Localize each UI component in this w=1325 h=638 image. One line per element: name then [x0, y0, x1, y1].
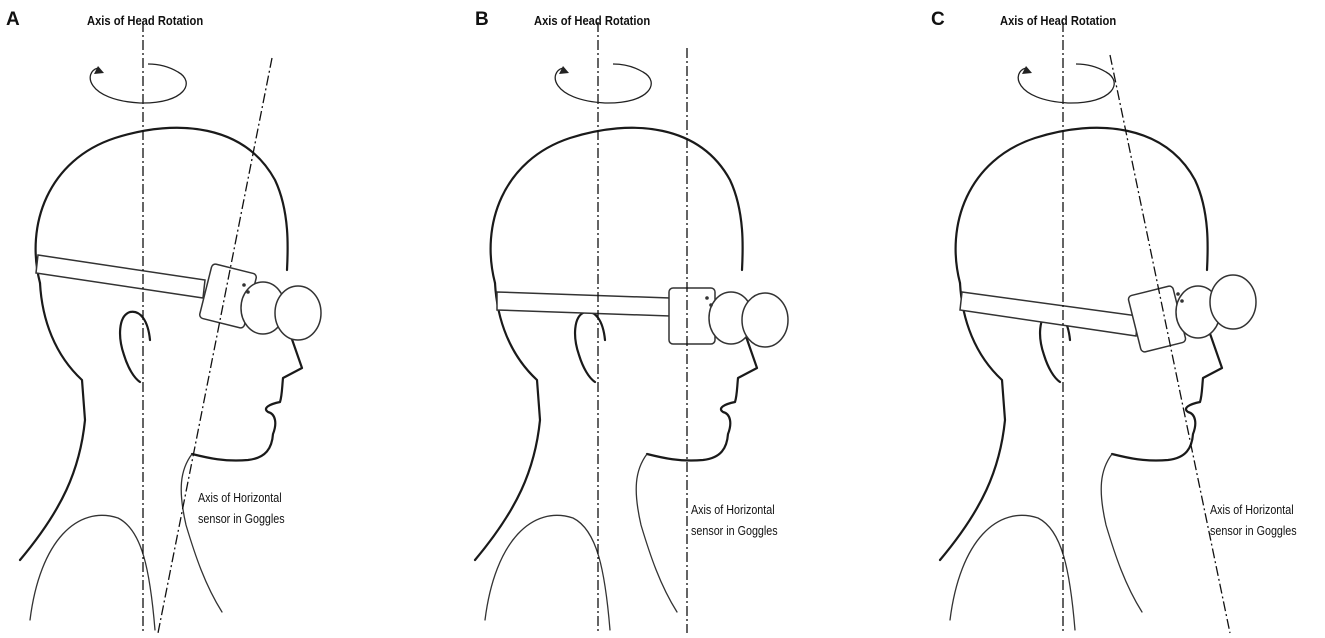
panel-b: B Axis of Head Rotation Axis of Horizont…: [455, 0, 895, 638]
sensor-axis-label-line2: sensor in Goggles: [691, 524, 778, 538]
sensor-axis-label: Axis of Horizontal sensor in Goggles: [1210, 500, 1297, 542]
ear: [573, 310, 607, 384]
panel-letter: A: [6, 9, 20, 30]
head-diagram: [473, 22, 789, 633]
head-rotation-axis-title: Axis of Head Rotation: [87, 13, 204, 28]
sensor-axis-label-line1: Axis of Horizontal: [691, 503, 775, 517]
panel-letter: B: [475, 9, 489, 30]
head-outline: [18, 126, 304, 631]
head-rotation-axis-title: Axis of Head Rotation: [534, 13, 651, 28]
sensor-axis-label-line1: Axis of Horizontal: [1210, 503, 1294, 517]
sensor-axis-label: Axis of Horizontal sensor in Goggles: [691, 500, 778, 542]
head-outline: [938, 126, 1224, 631]
panel-a: A Axis of Head Rotation Axis of Horizont…: [0, 0, 440, 638]
head-rotation-axis-title: Axis of Head Rotation: [1000, 13, 1117, 28]
sensor-axis-line: [1109, 54, 1231, 634]
sensor-axis-label-line2: sensor in Goggles: [1210, 524, 1297, 538]
sensor-axis-label: Axis of Horizontal sensor in Goggles: [198, 488, 285, 530]
head-diagram: [938, 22, 1257, 634]
panel-c: C Axis of Head Rotation Axis of Horizont…: [920, 0, 1325, 638]
panel-letter: C: [931, 9, 945, 30]
ear: [118, 310, 152, 384]
sensor-axis-label-line2: sensor in Goggles: [198, 512, 285, 526]
head-diagram: [18, 22, 322, 634]
goggles: [496, 287, 789, 348]
rotation-arrow-icon: [89, 63, 187, 104]
goggles: [959, 274, 1257, 353]
rotation-arrow-icon: [1017, 63, 1115, 104]
rotation-arrow-icon: [554, 63, 652, 104]
goggles: [35, 254, 322, 341]
sensor-axis-label-line1: Axis of Horizontal: [198, 491, 282, 505]
head-outline: [473, 126, 759, 631]
sensor-axis-line: [157, 57, 273, 634]
